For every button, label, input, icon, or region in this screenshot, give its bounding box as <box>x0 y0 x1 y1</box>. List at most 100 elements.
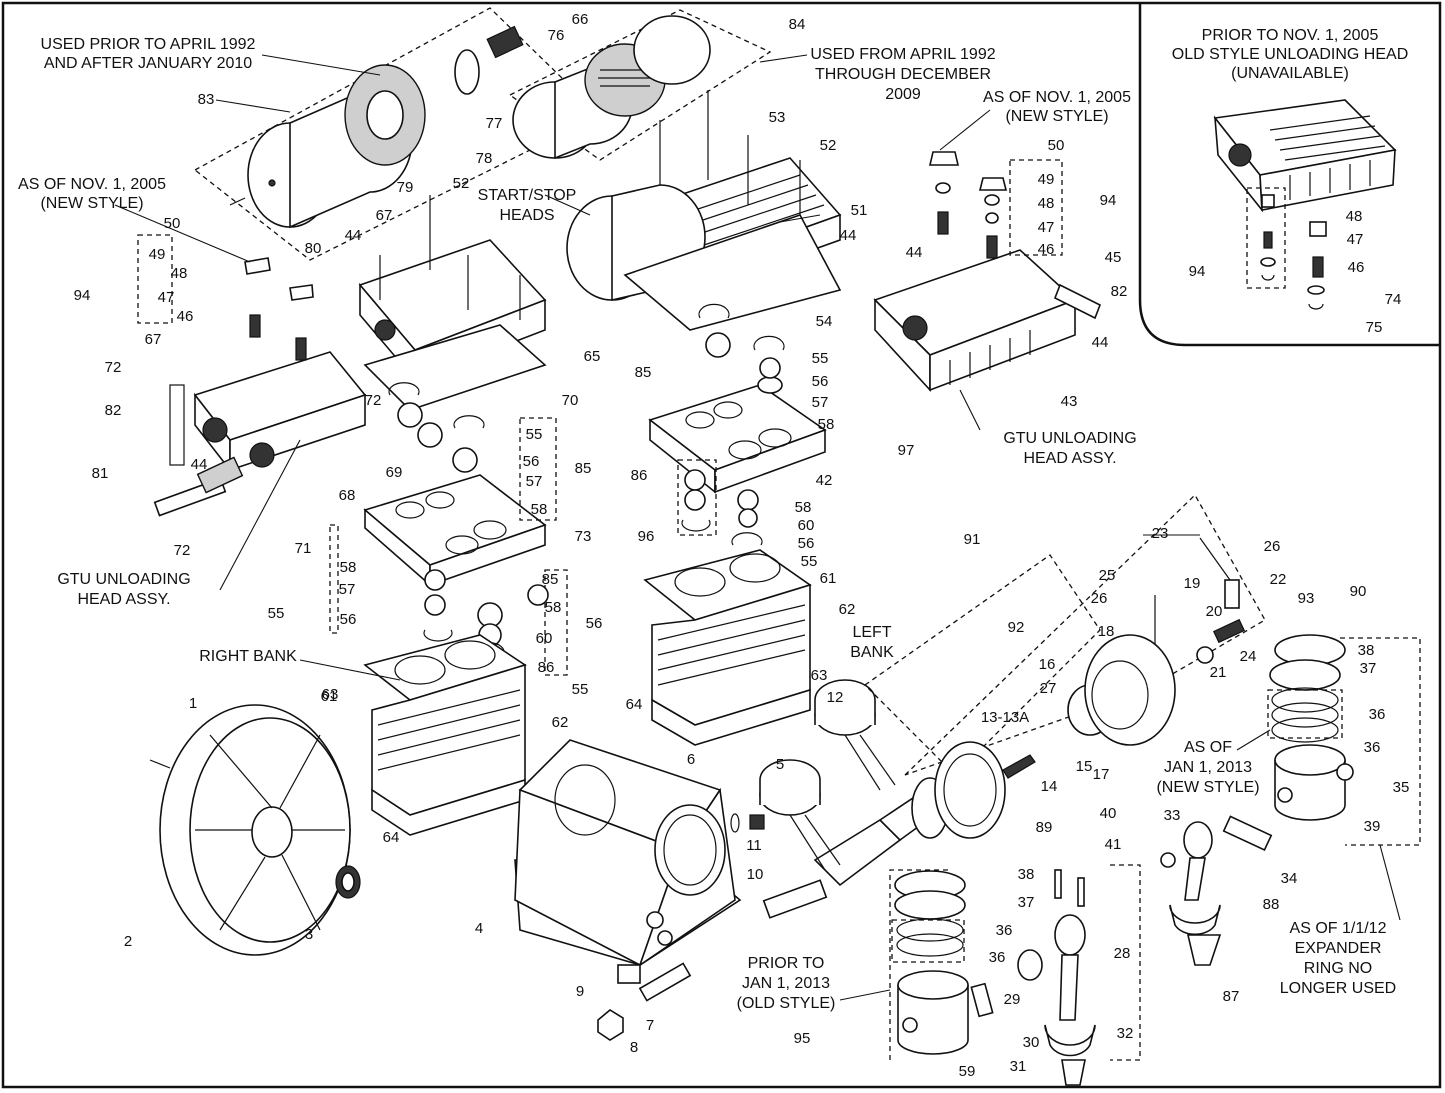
callout-number: 36 <box>1369 706 1386 723</box>
callout-number: 34 <box>1281 870 1298 887</box>
callout-number: 65 <box>584 348 601 365</box>
filter-assembly-83 <box>193 7 602 261</box>
callout-number: 44 <box>191 456 208 473</box>
callout-number: 14 <box>1041 778 1058 795</box>
note-new-style-right-line-1: AS OF NOV. 1, 2005 <box>983 89 1131 106</box>
callout-number: 47 <box>1347 231 1364 248</box>
bracket-84 <box>508 9 772 161</box>
note-expander-line-3: RING NO <box>1304 960 1372 977</box>
callout-number: 72 <box>105 359 122 376</box>
callout-number: 60 <box>798 517 815 534</box>
note-as-of-2013-line-1: AS OF <box>1184 739 1232 756</box>
callout-number: 58 <box>531 501 548 518</box>
callout-number: 92 <box>1008 619 1025 636</box>
callout-number: 85 <box>635 364 652 381</box>
callout-number: 11 <box>746 837 762 854</box>
callout-number: 86 <box>631 467 648 484</box>
callout-number: 9 <box>576 983 584 1000</box>
callout-number: 51 <box>851 202 868 219</box>
start-stop-head <box>566 90 842 331</box>
callout-number: 2 <box>124 933 132 950</box>
callout-number: 62 <box>839 601 856 618</box>
callout-number: 77 <box>486 115 503 132</box>
callout-number: 84 <box>789 16 806 33</box>
callout-number: 49 <box>1038 171 1055 188</box>
crankcase <box>514 739 742 968</box>
crankshaft-pistons <box>597 679 957 1041</box>
callout-number: 52 <box>820 137 837 154</box>
callout-number: 71 <box>295 540 312 557</box>
callout-number: 43 <box>1061 393 1078 410</box>
connecting-rod-88 <box>1160 815 1273 966</box>
valve-plate-42 <box>648 384 827 494</box>
callout-number: 1 <box>189 695 197 712</box>
callout-number: 42 <box>816 472 833 489</box>
callout-number: 58 <box>545 599 562 616</box>
inset-old-style-head: PRIOR TO NOV. 1, 2005 OLD STYLE UNLOADIN… <box>1138 3 1440 347</box>
note-prior-2013-line-3: (OLD STYLE) <box>737 995 836 1012</box>
callout-number: 13-13A <box>981 709 1029 726</box>
callout-number: 83 <box>198 91 215 108</box>
callout-number: 44 <box>345 227 362 244</box>
callout-number: 94 <box>1100 192 1117 209</box>
note-new-style-right-line-2: (NEW STYLE) <box>1005 108 1108 125</box>
note-left-bank-line-1: LEFT <box>852 624 891 641</box>
bracket-92 <box>863 554 1101 776</box>
callout-number: 56 <box>798 535 815 552</box>
note-expander-line-4: LONGER USED <box>1280 980 1396 997</box>
callout-number: 3 <box>305 926 313 943</box>
callout-number: 86 <box>538 659 555 676</box>
piston-assembly-90 <box>1267 634 1421 846</box>
callout-number: 54 <box>816 313 833 330</box>
callout-number: 18 <box>1098 623 1115 640</box>
callout-number: 44 <box>1092 334 1109 351</box>
callout-number: 20 <box>1206 603 1223 620</box>
callout-number: 55 <box>801 553 818 570</box>
old-style-head-illustration <box>1213 99 1397 213</box>
callout-number: 23 <box>1152 525 1169 542</box>
callout-number: 37 <box>1018 894 1035 911</box>
note-start-stop-line-1: START/STOP <box>478 187 577 204</box>
callout-number: 47 <box>158 289 175 306</box>
callout-number: 46 <box>1348 259 1365 276</box>
callout-number: 67 <box>145 331 162 348</box>
bracket-94-right <box>1009 159 1063 256</box>
callout-number: 36 <box>989 949 1006 966</box>
note-from-1992-line-2: THROUGH DECEMBER <box>815 66 991 83</box>
callout-number: 82 <box>105 402 122 419</box>
gtu-unloading-head-left <box>137 234 367 517</box>
callout-number: 36 <box>996 922 1013 939</box>
callout-number: 8 <box>630 1039 638 1056</box>
gtu-unloading-head-right <box>873 151 1102 393</box>
callout-number: 82 <box>1111 283 1128 300</box>
callout-number: 57 <box>526 473 543 490</box>
callout-number: 94 <box>74 287 91 304</box>
filter-assembly-84 <box>508 9 772 161</box>
note-right-bank: RIGHT BANK <box>199 648 297 665</box>
flywheel <box>149 704 361 956</box>
callout-number: 55 <box>526 426 543 443</box>
piston-assembly-95 <box>889 869 994 1060</box>
callout-number: 49 <box>149 246 166 263</box>
callout-number: 44 <box>906 244 923 261</box>
callout-number: 27 <box>1040 680 1057 697</box>
note-prior-2013-line-2: JAN 1, 2013 <box>742 975 830 992</box>
callout-number: 29 <box>1004 991 1021 1008</box>
note-gtu-right-line-2: HEAD ASSY. <box>1023 450 1116 467</box>
inset-title-line-2: OLD STYLE UNLOADING HEAD <box>1172 46 1409 63</box>
callout-number: 17 <box>1093 766 1110 783</box>
callout-number: 16 <box>1039 656 1056 673</box>
callout-number: 24 <box>1240 648 1257 665</box>
callout-number: 64 <box>383 829 400 846</box>
callout-number: 32 <box>1117 1025 1134 1042</box>
callout-number: 48 <box>1038 195 1055 212</box>
callout-number: 56 <box>340 611 357 628</box>
note-as-of-2013-line-3: (NEW STYLE) <box>1156 779 1259 796</box>
bracket-94-left <box>137 234 173 324</box>
callout-number: 94 <box>1189 263 1206 280</box>
callout-number: 69 <box>386 464 403 481</box>
callout-number: 46 <box>1038 241 1055 258</box>
callout-number: 56 <box>812 373 829 390</box>
note-left-bank-line-2: BANK <box>850 644 894 661</box>
